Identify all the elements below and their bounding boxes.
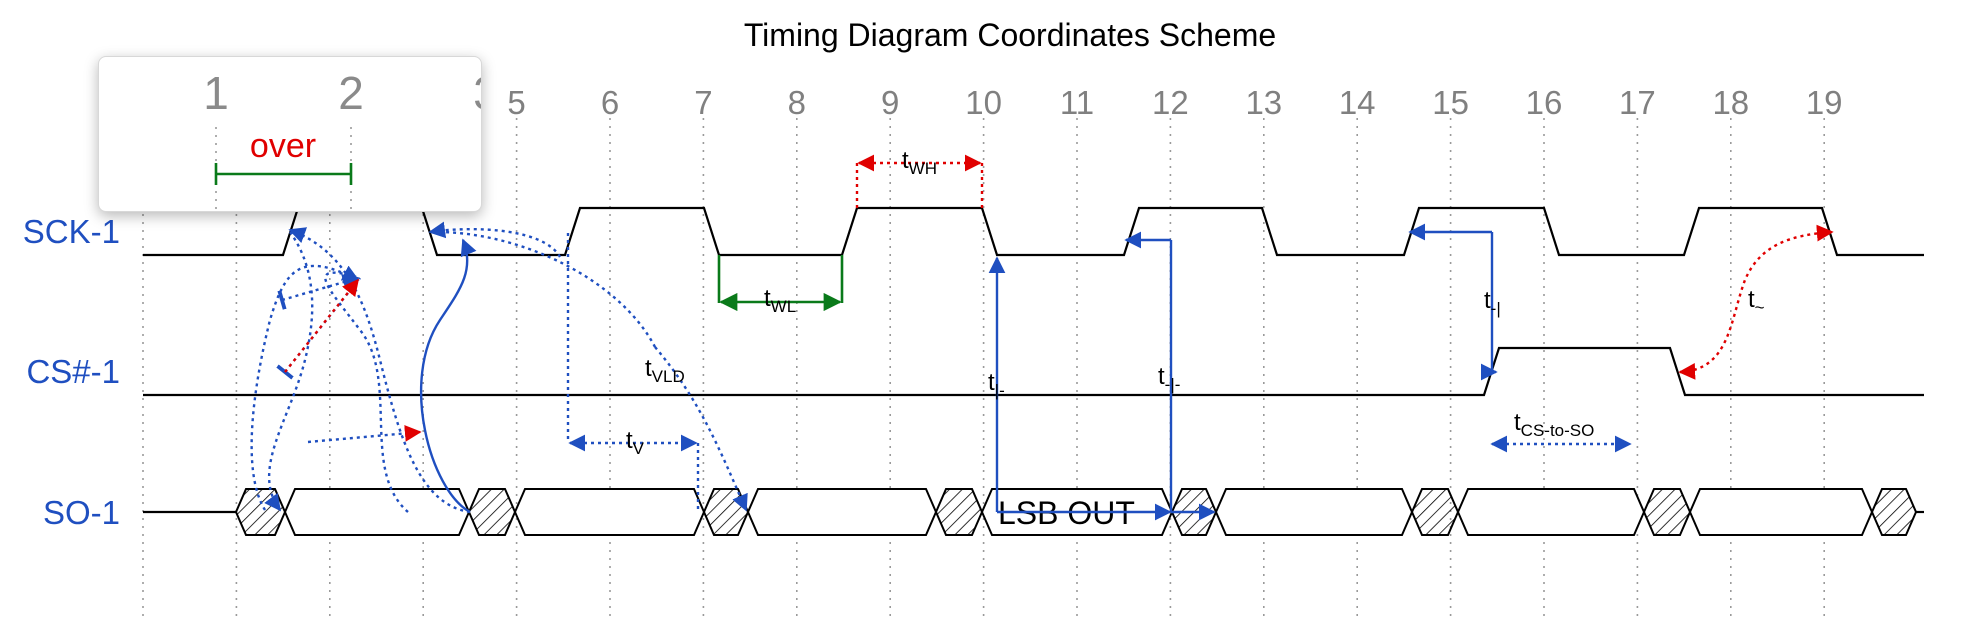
t-cs-so-label: t <box>1514 409 1521 436</box>
t-cs-so-sub: CS-to-SO <box>1521 421 1595 440</box>
t-cs-so-annotation: tCS-to-SO <box>1490 409 1632 453</box>
t1-sub: |- <box>995 381 1005 400</box>
svg-text:tCS-to-SO: tCS-to-SO <box>1514 409 1594 440</box>
t3-label: t <box>1484 287 1491 314</box>
popup-col-3: 3 <box>473 67 481 119</box>
so-data-5 <box>1214 488 1414 536</box>
column-label: 12 <box>1152 84 1189 121</box>
twl-annotation: tWL <box>717 255 844 316</box>
column-label: 5 <box>507 84 525 121</box>
sck-waveform <box>143 206 1924 257</box>
so-hatch-2 <box>467 488 517 536</box>
t3-annotation: t-| <box>1408 223 1501 381</box>
signal-label-sck: SCK-1 <box>23 213 120 250</box>
t3-sub: -| <box>1491 299 1501 318</box>
column-label: 8 <box>788 84 806 121</box>
column-label: 7 <box>694 84 712 121</box>
t2-label: t <box>1158 363 1165 390</box>
column-label: 17 <box>1619 84 1656 121</box>
twl-sub: WL <box>771 297 797 316</box>
so-data-6 <box>1456 488 1646 536</box>
signal-label-cs: CS#-1 <box>26 353 120 390</box>
so-hatch-4 <box>934 488 984 536</box>
column-label: 15 <box>1432 84 1469 121</box>
t1-label: t <box>988 369 995 396</box>
popup-col-2: 2 <box>338 67 364 119</box>
so-hatch-8 <box>1870 488 1918 536</box>
twh-label: t <box>902 147 909 174</box>
so-bus <box>143 488 1924 536</box>
column-label: 11 <box>1060 84 1094 121</box>
svg-text:tWL: tWL <box>764 285 796 316</box>
twh-annotation: tWH <box>855 147 984 208</box>
column-label: 16 <box>1526 84 1563 121</box>
cs-waveform <box>143 346 1924 397</box>
diagram-title: Timing Diagram Coordinates Scheme <box>744 17 1276 53</box>
column-label: 18 <box>1712 84 1749 121</box>
svg-text:t~: t~ <box>1748 286 1765 317</box>
so-data-7 <box>1688 488 1874 536</box>
column-label: 19 <box>1806 84 1843 121</box>
tv-sub: V <box>633 439 645 458</box>
svg-text:tV: tV <box>626 427 645 458</box>
popup-col-1: 1 <box>203 67 229 119</box>
so-data-1 <box>283 488 471 536</box>
svg-text:tWH: tWH <box>902 147 937 178</box>
twl-label: t <box>764 285 771 312</box>
tv-label: t <box>626 427 633 454</box>
tvld-label: t <box>645 355 652 382</box>
so-data-3 <box>746 488 938 536</box>
column-label: 13 <box>1245 84 1282 121</box>
t1-annotation: t|- <box>988 256 1172 521</box>
popup-over-label: over <box>250 127 316 165</box>
tvld-annotation: tVLD <box>645 346 748 512</box>
signal-labels: SCK-1 CS#-1 SO-1 <box>23 213 120 531</box>
zoom-popup-svg: 1 2 3 over <box>203 67 481 211</box>
so-hatch-3 <box>702 488 750 536</box>
popup-range <box>214 163 353 185</box>
svg-text:t|-: t|- <box>988 369 1005 400</box>
t4-sub: ~ <box>1755 298 1765 317</box>
zoom-popup: 1 2 3 over <box>98 56 482 212</box>
t2-sub: -|- <box>1165 375 1181 394</box>
blue-curves <box>250 221 657 514</box>
t4-annotation: t~ <box>1678 224 1834 380</box>
so-hatch-6 <box>1410 488 1460 536</box>
column-label: 6 <box>601 84 619 121</box>
so-hatch-1 <box>234 488 287 536</box>
twh-sub: WH <box>909 159 937 178</box>
svg-text:t-|-: t-|- <box>1158 363 1180 394</box>
column-label: 9 <box>881 84 899 121</box>
tvld-sub: VLD <box>652 367 685 386</box>
so-hatch-7 <box>1642 488 1692 536</box>
so-data-2 <box>513 488 706 536</box>
t2-annotation: t-|- <box>1124 231 1216 521</box>
svg-text:t-|: t-| <box>1484 287 1501 318</box>
t4-label: t <box>1748 286 1755 313</box>
column-label: 10 <box>965 84 1002 121</box>
svg-text:tVLD: tVLD <box>645 355 685 386</box>
tv-annotation: tV <box>566 233 700 510</box>
column-label: 14 <box>1339 84 1376 121</box>
signal-label-so: SO-1 <box>43 494 120 531</box>
